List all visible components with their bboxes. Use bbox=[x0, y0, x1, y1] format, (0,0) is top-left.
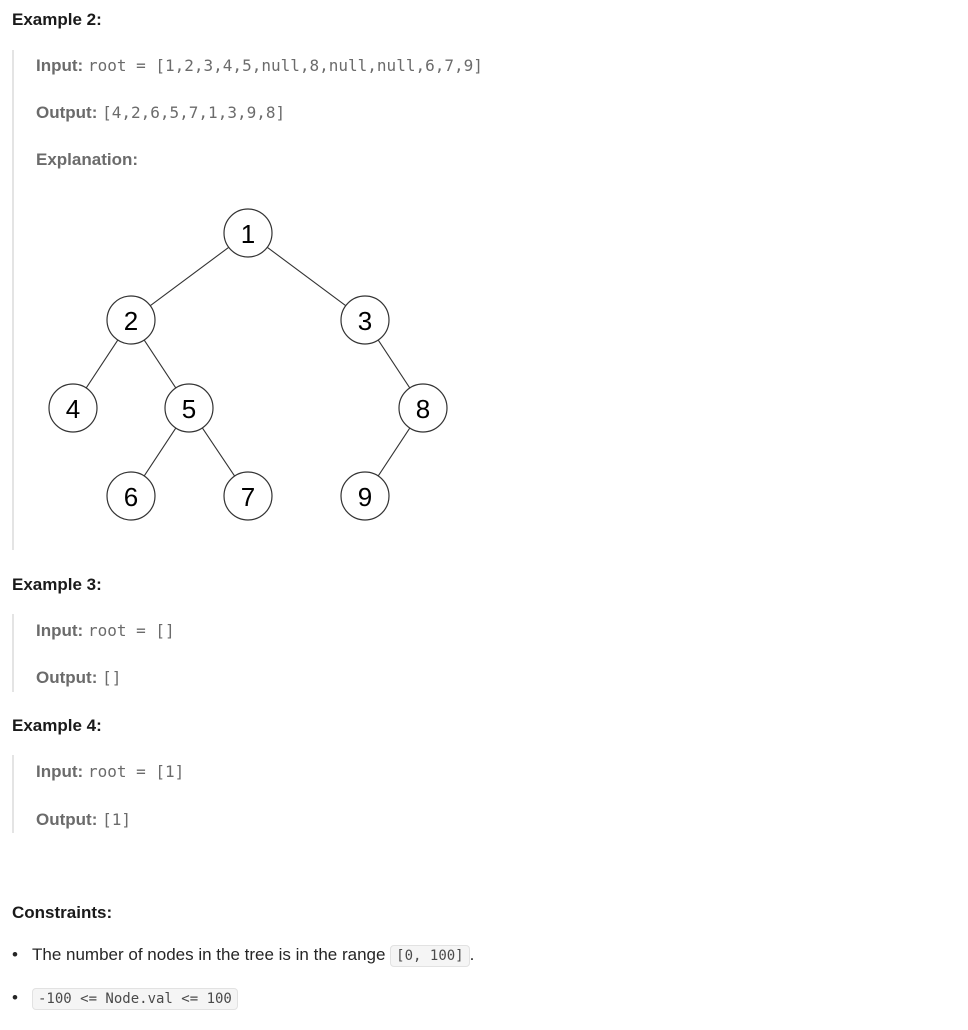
tree-node-6: 6 bbox=[106, 471, 156, 521]
tree-node-9: 9 bbox=[340, 471, 390, 521]
tree-node-2: 2 bbox=[106, 295, 156, 345]
input-value: root = [] bbox=[87, 621, 175, 640]
example-2-title: Example 2: bbox=[12, 10, 102, 29]
tree-node-5: 5 bbox=[164, 383, 214, 433]
example-2-block: Input: root = [1,2,3,4,5,null,8,null,nul… bbox=[12, 50, 934, 550]
output-label: Output: bbox=[36, 668, 98, 687]
bullet-icon: • bbox=[12, 945, 18, 964]
tree-node-1: 1 bbox=[223, 208, 273, 258]
tree-edge-2-5 bbox=[143, 339, 177, 389]
tree-node-circle bbox=[398, 383, 448, 433]
tree-node-circle bbox=[223, 471, 273, 521]
tree-node-circle bbox=[340, 295, 390, 345]
constraint-code: [0, 100] bbox=[390, 945, 470, 967]
example-4-block: Input: root = [1] Output: [1] bbox=[12, 755, 934, 833]
tree-node-label: 8 bbox=[416, 394, 430, 424]
tree-node-circle bbox=[164, 383, 214, 433]
tree-edge-3-8 bbox=[377, 339, 411, 389]
tree-edge-1-2 bbox=[149, 246, 230, 307]
constraint-item: • The number of nodes in the tree is in … bbox=[12, 944, 474, 967]
example-3-block: Input: root = [] Output: [] bbox=[12, 614, 934, 692]
tree-node-label: 4 bbox=[66, 394, 80, 424]
example-4-input: Input: root = [1] bbox=[36, 761, 184, 783]
example-2-output: Output: [4,2,6,5,7,1,3,9,8] bbox=[36, 102, 285, 124]
example-3-title: Example 3: bbox=[12, 575, 102, 594]
tree-edge-8-9 bbox=[377, 427, 411, 477]
tree-node-8: 8 bbox=[398, 383, 448, 433]
tree-edge-2-4 bbox=[85, 339, 119, 389]
tree-edge-5-6 bbox=[143, 427, 177, 477]
tree-node-label: 5 bbox=[182, 394, 196, 424]
constraints-title: Constraints: bbox=[12, 903, 113, 922]
example-4-output: Output: [1] bbox=[36, 809, 131, 831]
constraints-list: • The number of nodes in the tree is in … bbox=[12, 944, 474, 1010]
constraint-code: -100 <= Node.val <= 100 bbox=[32, 988, 238, 1010]
input-label: Input: bbox=[36, 621, 84, 640]
example-2-input: Input: root = [1,2,3,4,5,null,8,null,nul… bbox=[36, 55, 483, 77]
tree-node-circle bbox=[106, 295, 156, 345]
input-label: Input: bbox=[36, 762, 84, 781]
explanation-label: Explanation: bbox=[36, 150, 139, 169]
tree-edge-1-3 bbox=[266, 246, 347, 307]
output-value: [] bbox=[102, 668, 122, 687]
tree-node-label: 6 bbox=[124, 482, 138, 512]
tree-node-circle bbox=[223, 208, 273, 258]
tree-node-circle bbox=[340, 471, 390, 521]
tree-nodes: 1 2 3 4 5 8 6 7 9 bbox=[48, 208, 448, 521]
tree-edge-5-7 bbox=[201, 427, 236, 477]
constraint-text-before: The number of nodes in the tree is in th… bbox=[32, 945, 391, 964]
tree-node-circle bbox=[48, 383, 98, 433]
tree-edges bbox=[85, 246, 411, 477]
example-2-explanation: Explanation: bbox=[36, 149, 138, 171]
bullet-icon: • bbox=[12, 988, 18, 1007]
example-4-title: Example 4: bbox=[12, 716, 102, 735]
output-value: [1] bbox=[102, 810, 131, 829]
input-label: Input: bbox=[36, 56, 84, 75]
tree-node-circle bbox=[106, 471, 156, 521]
tree-node-label: 7 bbox=[241, 482, 255, 512]
tree-node-label: 3 bbox=[358, 306, 372, 336]
tree-node-4: 4 bbox=[48, 383, 98, 433]
binary-tree-diagram: 1 2 3 4 5 8 6 7 9 bbox=[48, 208, 448, 521]
input-value: root = [1] bbox=[87, 762, 185, 781]
constraint-item: • -100 <= Node.val <= 100 bbox=[12, 987, 474, 1010]
tree-node-label: 9 bbox=[358, 482, 372, 512]
tree-node-3: 3 bbox=[340, 295, 390, 345]
constraint-text-after: . bbox=[469, 945, 475, 964]
input-value: root = [1,2,3,4,5,null,8,null,null,6,7,9… bbox=[87, 56, 483, 75]
output-value: [4,2,6,5,7,1,3,9,8] bbox=[102, 103, 286, 122]
tree-node-7: 7 bbox=[223, 471, 273, 521]
tree-node-label: 1 bbox=[241, 219, 255, 249]
output-label: Output: bbox=[36, 810, 98, 829]
tree-node-label: 2 bbox=[124, 306, 138, 336]
output-label: Output: bbox=[36, 103, 98, 122]
example-3-input: Input: root = [] bbox=[36, 620, 175, 642]
example-3-output: Output: [] bbox=[36, 667, 121, 689]
